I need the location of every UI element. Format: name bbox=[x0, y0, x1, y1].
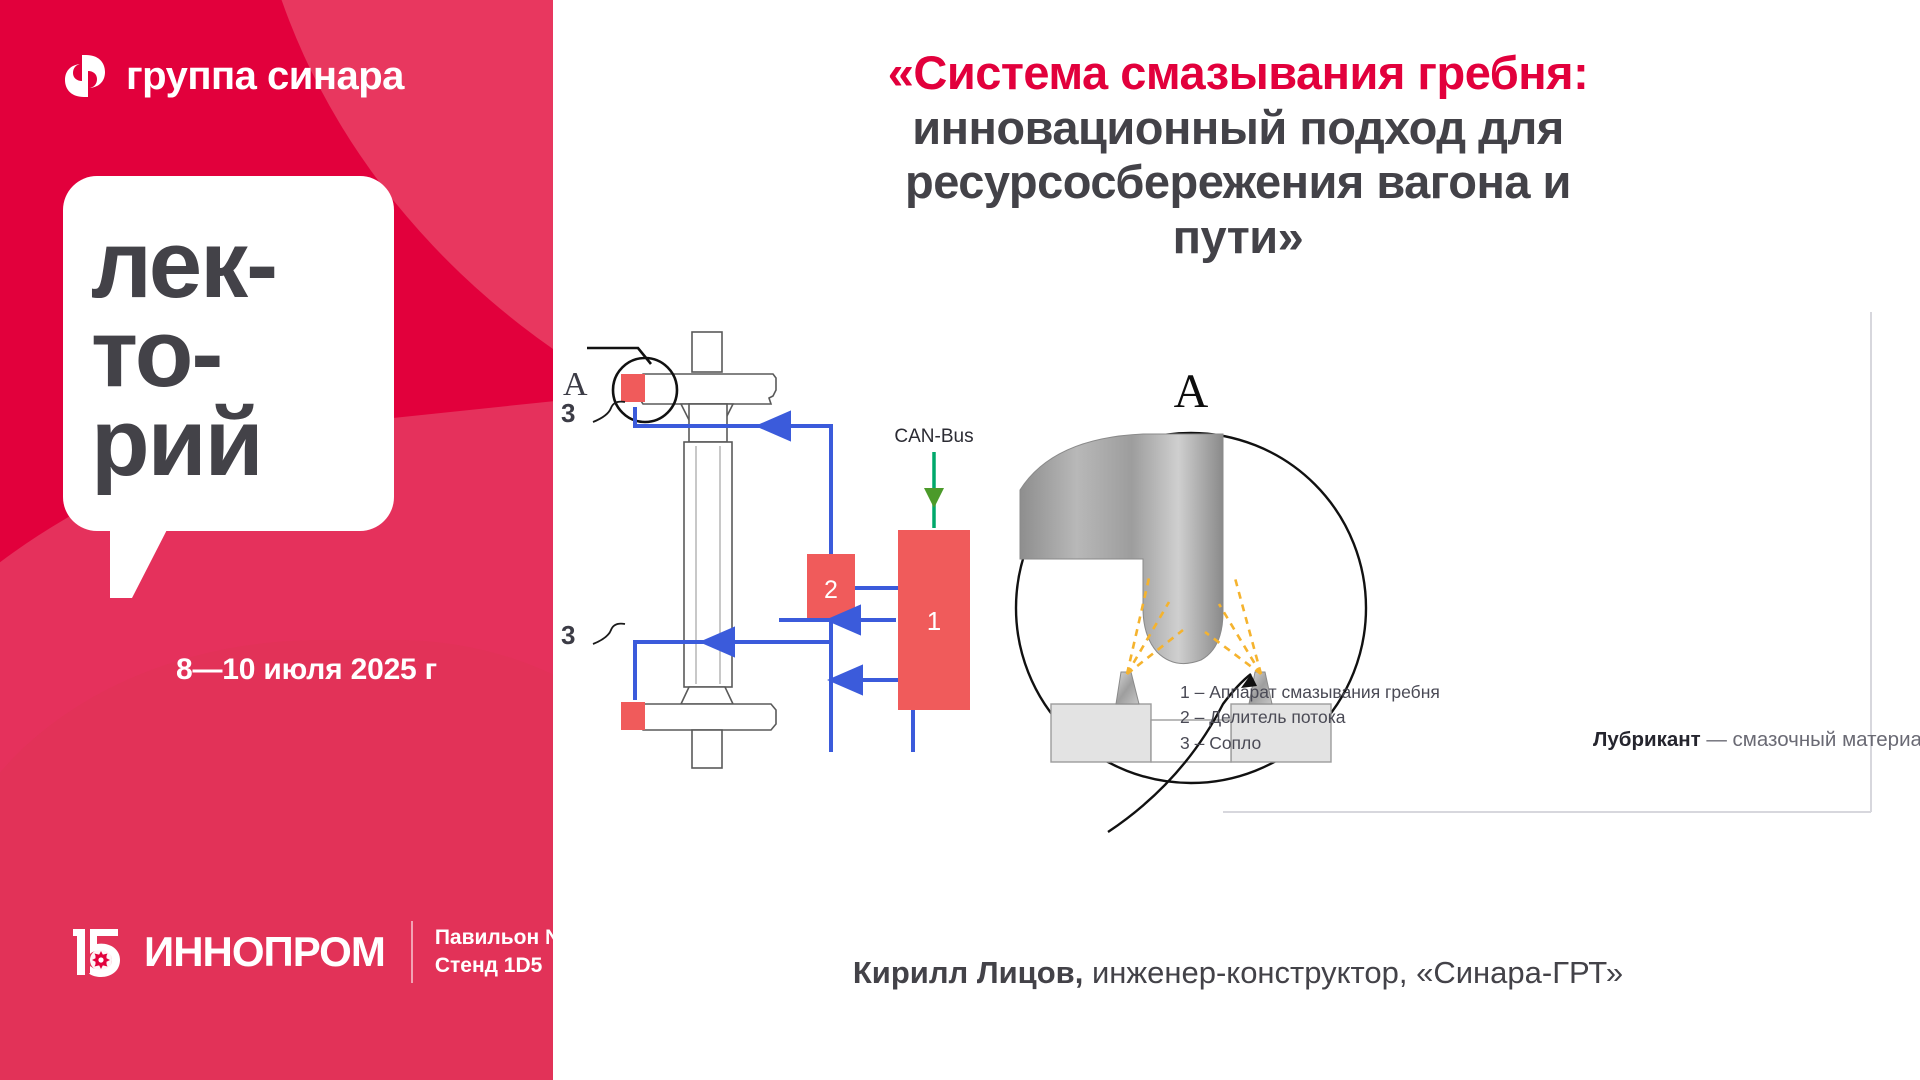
speaker-name: Кирилл Лицов, bbox=[852, 955, 1084, 990]
stand-label: Стенд 1D5 bbox=[434, 954, 543, 977]
lektoriy-line-1: лек- bbox=[91, 210, 278, 318]
lektoriy-line-3: рий bbox=[91, 389, 264, 497]
wheel-flange bbox=[1019, 433, 1224, 665]
innoprom-logo-block: ИННОПРОМ Павильон №1 Стенд 1D5 bbox=[60, 915, 580, 989]
innoprom-15-icon bbox=[73, 929, 120, 977]
sinara-wordmark: группа синара bbox=[126, 54, 404, 98]
lektoriy-line-2: то- bbox=[91, 299, 223, 407]
lubricant-caption: Лубрикант — смазочный материал bbox=[1593, 728, 1920, 752]
nozzle-callout-top: 3 bbox=[561, 398, 576, 428]
nozzle-callout-bottom: 3 bbox=[561, 620, 576, 650]
speaker-role: инженер-конструктор, «Синара-ГРТ» bbox=[1083, 955, 1624, 990]
diagram-legend: 1 – Аппарат смазывания гребня 2 – Делите… bbox=[1180, 680, 1440, 756]
content-panel: «Система смазывания гребня: инновационны… bbox=[553, 0, 1920, 1080]
diagram-canvas: 2 1 CAN-Bus A bbox=[587, 312, 1872, 833]
lektoriy-speech-bubble bbox=[63, 176, 394, 531]
slide-title-line-2: инновационный подход для bbox=[912, 100, 1564, 154]
canbus-label: CAN-Bus bbox=[894, 426, 973, 447]
slide-title: «Система смазывания гребня: инновационны… bbox=[613, 46, 1863, 264]
speech-bubble-tail bbox=[110, 520, 172, 598]
background-swoosh-bottom bbox=[0, 640, 553, 1080]
venue-info: Павильон №1 Стенд 1D5 bbox=[435, 924, 580, 979]
main-unit-box bbox=[898, 530, 970, 710]
lubricant-spray bbox=[1125, 577, 1263, 676]
legend-item-3: 3 – Сопло bbox=[1180, 732, 1262, 753]
nozzle-bottom-marker bbox=[621, 702, 645, 730]
slide-title-line-4: пути» bbox=[1172, 209, 1304, 263]
lektoriy-title: лек- то- рий bbox=[63, 176, 394, 531]
nozzle-top-marker bbox=[621, 374, 645, 402]
sinara-swirl-icon bbox=[65, 55, 105, 97]
flow-divider-label: 2 bbox=[824, 576, 838, 604]
pavilion-label: Павильон №1 bbox=[434, 926, 581, 950]
detail-marker-a-left: A bbox=[563, 366, 588, 403]
lubricant-definition: — смазочный материал bbox=[1700, 728, 1920, 751]
innoprom-wordmark: ИННОПРОМ bbox=[144, 928, 386, 975]
speaker-info: Кирилл Лицов, инженер-конструктор, «Сина… bbox=[613, 955, 1863, 991]
slide-title-line-3: ресурсосбережения вагона и bbox=[905, 155, 1571, 209]
technical-diagram: 2 1 CAN-Bus A bbox=[561, 312, 1920, 932]
detail-circle-a bbox=[1014, 431, 1368, 785]
legend-item-2: 2 – Делитель потока bbox=[1180, 707, 1346, 728]
event-date: 8—10 июля 2025 г bbox=[176, 653, 437, 686]
legend-item-1: 1 – Аппарат смазывания гребня bbox=[1180, 682, 1440, 702]
slide-title-line-1: «Система смазывания гребня: bbox=[887, 46, 1589, 99]
main-unit-label: 1 bbox=[927, 606, 941, 636]
lubricant-term: Лубрикант bbox=[1593, 728, 1701, 751]
detail-marker-a: A bbox=[1174, 365, 1209, 418]
innoprom-divider bbox=[410, 921, 413, 983]
sinara-group-logo: группа синара bbox=[62, 52, 404, 100]
